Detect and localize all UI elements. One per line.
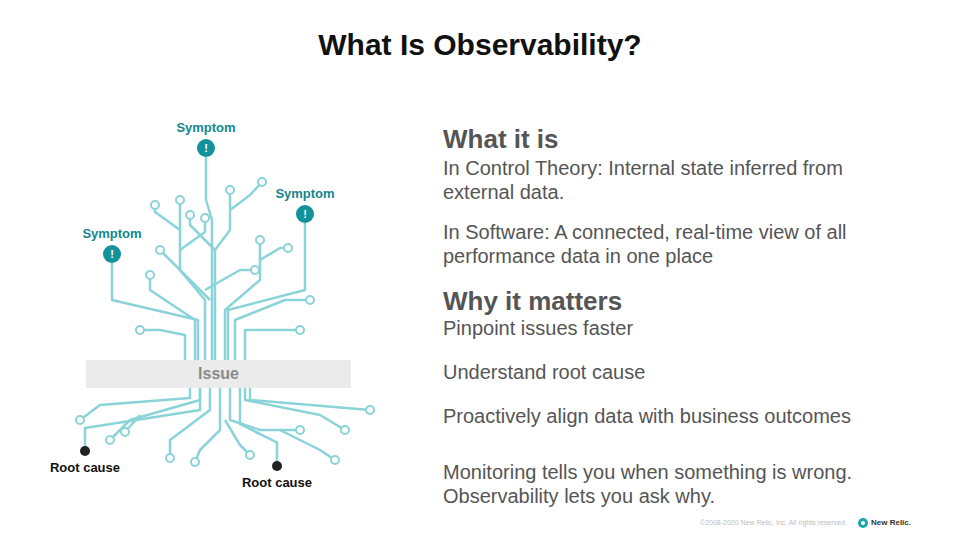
body-text: Understand root cause	[443, 360, 913, 384]
branch-tip	[284, 244, 292, 252]
section-heading: Why it matters	[443, 286, 923, 316]
slide-title: What Is Observability?	[0, 28, 960, 62]
branch-tip	[156, 246, 164, 254]
branch-tip	[136, 326, 144, 334]
branch-tip	[256, 236, 264, 244]
branch-tip	[226, 186, 234, 194]
tree-branch	[140, 330, 185, 360]
body-text: Pinpoint issues faster	[443, 316, 913, 340]
tree-connector	[85, 388, 200, 446]
tree-branch	[110, 388, 200, 440]
branch-tip	[191, 458, 199, 466]
body-text: Monitoring tells you when something is w…	[443, 460, 913, 508]
branch-tip	[306, 296, 314, 304]
branch-tip	[258, 178, 266, 186]
tree-branch	[245, 388, 345, 430]
root-dot	[80, 446, 90, 456]
symptom-marker: Symptom!	[275, 186, 334, 223]
root-cause-marker: Root cause	[242, 461, 312, 490]
alert-icon: !	[296, 205, 314, 223]
branch-tip	[106, 436, 114, 444]
issue-label: Issue	[190, 361, 247, 387]
tree-branch	[225, 420, 250, 455]
tree-branch	[155, 205, 180, 230]
section-heading: What it is	[443, 124, 923, 154]
tree-connector	[228, 223, 305, 360]
tree-branch	[280, 430, 335, 460]
alert-icon: !	[103, 245, 121, 263]
branch-tip	[151, 201, 159, 209]
branch-tip	[186, 211, 194, 219]
logo-ring	[858, 518, 868, 528]
branch-tip	[331, 456, 339, 464]
branch-tip	[76, 416, 84, 424]
branch-tip	[176, 196, 184, 204]
symptom-marker: Symptom!	[82, 226, 141, 263]
brand-name: New Relic.	[871, 517, 951, 528]
branch-tip	[296, 426, 304, 434]
alert-icon: !	[197, 139, 215, 157]
tree-branch	[235, 300, 310, 360]
body-text: In Software: A connected, real-time view…	[443, 220, 913, 268]
tree-connector	[206, 157, 212, 360]
branch-tip	[121, 428, 129, 436]
tree-branch	[225, 240, 260, 360]
logo-dot	[861, 521, 865, 525]
root-cause-label: Root cause	[50, 460, 120, 475]
tree-connector	[240, 388, 277, 461]
symptom-label: Symptom	[82, 226, 141, 241]
tree-branch	[245, 330, 300, 360]
body-text: Proactively align data with business out…	[443, 404, 863, 428]
tree-branch	[230, 182, 262, 210]
tree-connector	[112, 263, 198, 360]
branch-tip	[296, 326, 304, 334]
root-cause-label: Root cause	[242, 475, 312, 490]
branch-tip	[166, 454, 174, 462]
tree-branch	[250, 388, 370, 410]
branch-tip	[341, 426, 349, 434]
symptom-label: Symptom	[275, 186, 334, 201]
branch-tip	[146, 271, 154, 279]
tree-branch	[180, 218, 205, 250]
copyright-note: ©2008-2020 New Relic, Inc. All rights re…	[700, 518, 855, 527]
body-text: In Control Theory: Internal state inferr…	[443, 156, 913, 204]
branch-tip	[246, 451, 254, 459]
tree-branch	[160, 250, 210, 300]
branch-tip	[251, 266, 259, 274]
symptom-label: Symptom	[176, 120, 235, 135]
symptom-marker: Symptom!	[176, 120, 235, 157]
branch-tip	[366, 406, 374, 414]
root-dot	[272, 461, 282, 471]
branch-tip	[201, 214, 209, 222]
issue-band: Issue	[86, 360, 351, 388]
root-cause-marker: Root cause	[50, 446, 120, 475]
